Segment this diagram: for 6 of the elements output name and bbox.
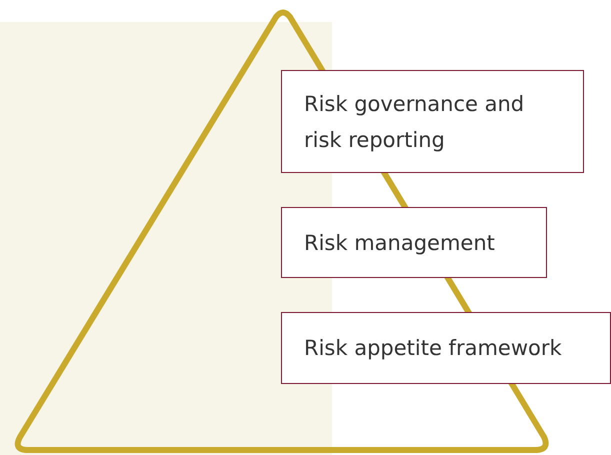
label-box	[281, 207, 547, 278]
box-label: Risk governance and risk reporting	[304, 90, 526, 154]
label-box	[281, 312, 611, 384]
label-box	[281, 70, 584, 173]
box-label: Risk appetite framework	[304, 335, 562, 362]
box-label: Risk management	[304, 230, 495, 256]
